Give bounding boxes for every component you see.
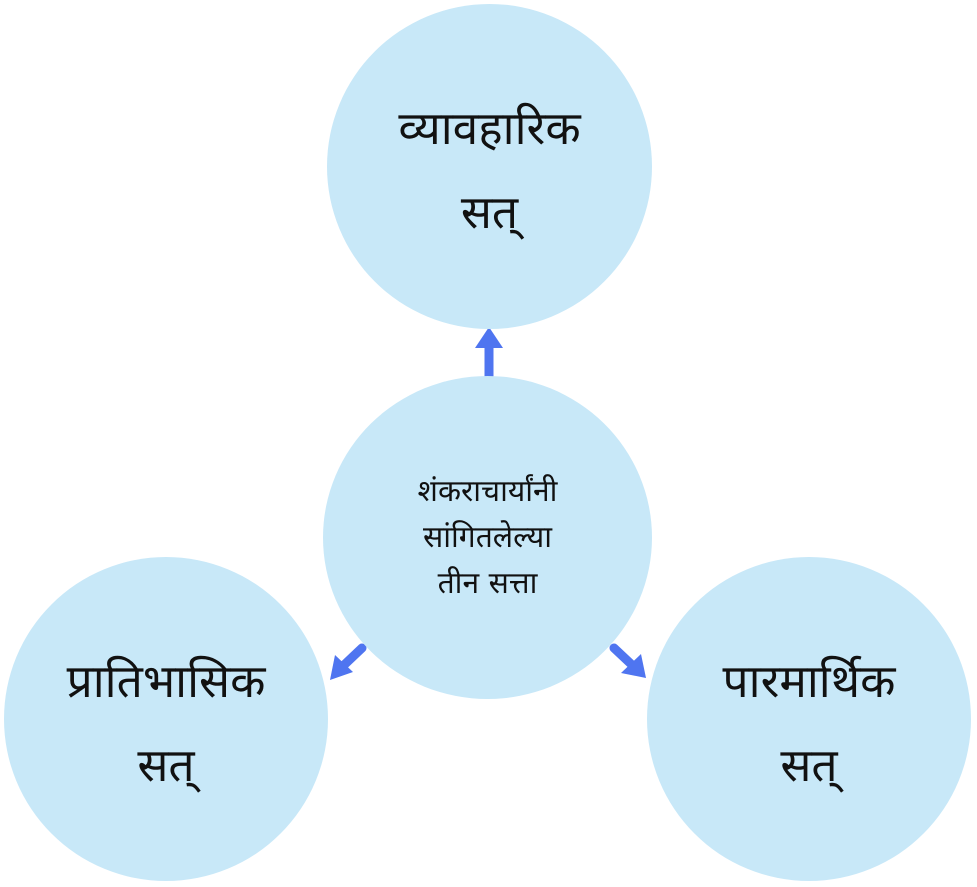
node-right-line-2: सत्: [780, 738, 838, 792]
arrow-to-left: [330, 643, 367, 680]
node-top-line-2: सत्: [460, 184, 519, 239]
node-paramarthik-sat: पारमार्थिक सत्: [647, 557, 971, 881]
node-center-line-1: शंकराचार्यांनी: [417, 473, 558, 509]
arrow-to-top: [475, 327, 503, 381]
node-right-line-1: पारमार्थिक: [722, 654, 896, 708]
arrow-to-right: [609, 643, 646, 678]
node-vyavaharik-sat: व्यावहारिक सत्: [327, 4, 652, 329]
node-left-line-2: सत्: [137, 738, 195, 792]
node-center-line-2: सांगितलेल्या: [422, 519, 553, 555]
node-pratibhasik-sat: प्रातिभासिक सत्: [4, 557, 328, 881]
node-center-line-3: तीन सत्ता: [437, 565, 538, 601]
node-center-three-realities: शंकराचार्यांनी सांगितलेल्या तीन सत्ता: [323, 376, 652, 699]
node-left-line-1: प्रातिभासिक: [66, 654, 266, 708]
node-top-line-1: व्यावहारिक: [398, 100, 581, 155]
